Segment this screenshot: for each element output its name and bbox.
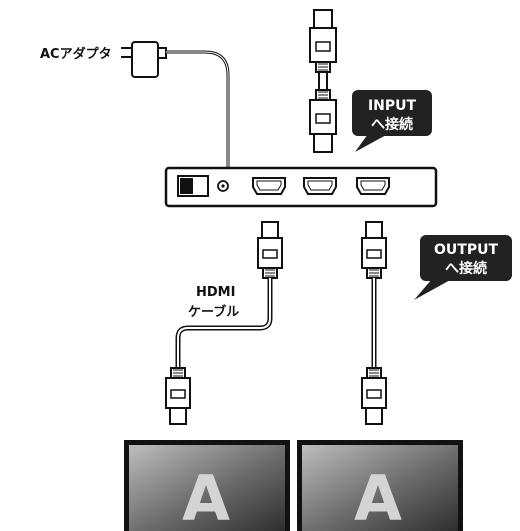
input-callout-line2: へ接続 <box>371 116 413 133</box>
output-callout-line2: へ接続 <box>445 260 487 277</box>
hdmi-cable-label-line1: HDMI <box>196 285 235 300</box>
ac-cable <box>166 50 230 168</box>
input-callout-line1: INPUT <box>368 98 417 114</box>
hdmi-port-input-icon <box>356 177 390 195</box>
ac-adapter-label: ACアダプタ <box>40 46 112 62</box>
right-output-hdmi-cable <box>361 221 387 425</box>
input-hdmi-cable <box>309 9 337 153</box>
output-callout-line1: OUTPUT <box>434 242 498 258</box>
right-monitor-letter: A <box>354 462 402 531</box>
hdmi-splitter-box <box>164 166 438 208</box>
hdmi-port-output-2-icon <box>303 177 337 195</box>
hdmi-cable-label-line2: ケーブル <box>188 304 239 320</box>
ac-adapter-icon <box>121 41 167 78</box>
left-monitor-letter: A <box>182 462 230 531</box>
output-callout: OUTPUT へ接続 <box>414 235 512 300</box>
left-output-hdmi-cable <box>165 221 283 425</box>
right-monitor: A <box>297 440 463 531</box>
left-monitor: A <box>124 440 290 531</box>
input-callout: INPUT へ接続 <box>352 90 432 152</box>
hdmi-port-output-1-icon <box>252 177 286 195</box>
